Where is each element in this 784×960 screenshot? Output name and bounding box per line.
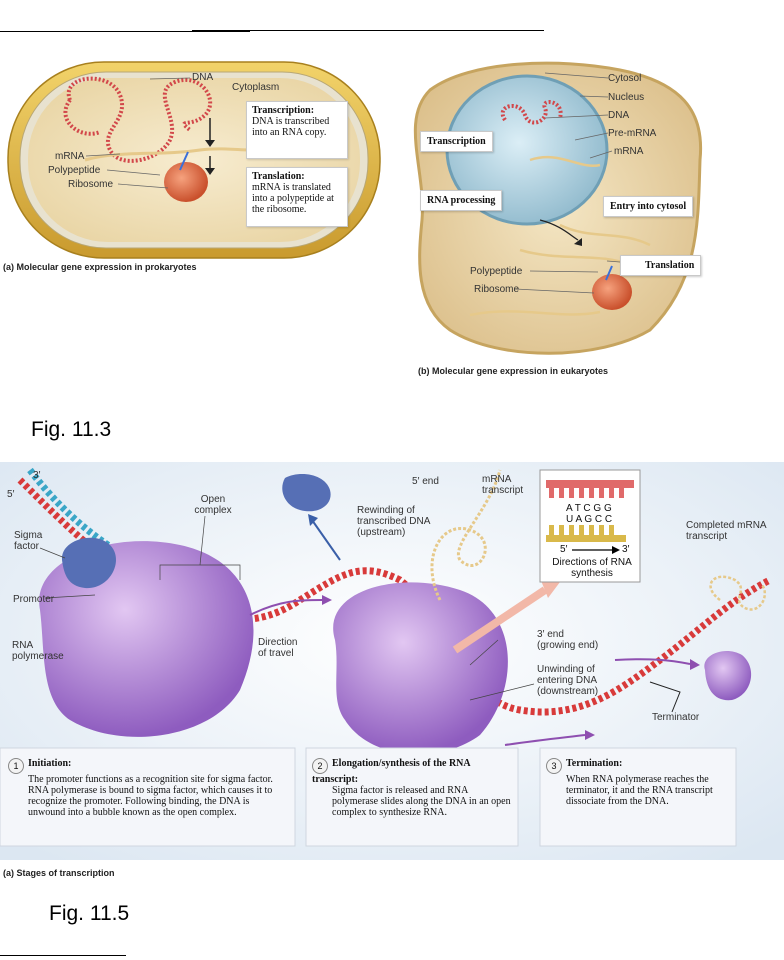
three-end-label: 3′ end (growing end) [537,629,599,651]
mrna-transcript-label: mRNA transcript [482,474,524,496]
euk-dna-label: DNA [608,110,630,121]
euk-transcription-tag: Transcription [420,131,493,152]
prok-translation-body: mRNA is translated into a polypeptide at… [252,182,334,215]
stage-3-box [539,747,737,847]
prokaryote-dna [66,76,213,163]
inset-five-prime: 5′ [560,544,568,555]
stage-2-body: Sigma factor is released and RNA polymer… [332,785,511,818]
eukaryote-dna [500,100,563,125]
prok-cytoplasm-label: Cytoplasm [232,82,280,93]
prok-dna-label: DNA [192,72,214,83]
prok-ribosome-label: Ribosome [68,179,114,190]
stage-1-number: 1 [8,758,24,774]
euk-translation-tag: Translation [620,255,702,276]
euk-cytosol-label: Cytosol [608,73,642,84]
euk-entry-tag: Entry into cytosol [603,196,694,217]
prok-translation-box: Translation: mRNA is translated into a p… [246,167,348,227]
header-rule-right [192,30,544,31]
stage-3-text: 3 Termination: When RNA polymerase reache… [546,758,732,807]
stage-3-title: Termination: [566,758,623,769]
fig-11-3-label: Fig. 11.3 [31,418,112,441]
prok-caption: (a) Molecular gene expression in prokary… [3,262,197,272]
transcription-caption: (a) Stages of transcription [3,868,115,878]
prok-mrna-label: mRNA [55,151,85,162]
euk-nucleus-label: Nucleus [608,92,645,103]
five-prime-label: 5′ [7,489,15,500]
prok-translation-title: Translation: [252,171,305,182]
stage-1-title: Initiation: [28,758,72,769]
prok-polypeptide-label: Polypeptide [48,165,101,176]
stage-3-number: 3 [546,758,562,774]
stage-2-number: 2 [312,758,328,774]
terminator-label: Terminator [652,712,700,723]
stage-1-text: 1 Initiation: The promoter functions as a… [8,758,288,818]
unwinding-label: Unwinding of entering DNA (downstream) [537,664,599,697]
stage-1-box [0,747,296,847]
footer-rule [0,955,126,956]
sigma-factor-label: Sigma factor [14,530,43,552]
prok-transcription-box: Transcription: DNA is transcribed into a… [246,101,348,159]
five-end-label: 5′ end [412,476,439,487]
fig-11-5-label: Fig. 11.5 [49,902,130,925]
completed-transcript-label: Completed mRNA transcript [686,520,767,542]
inset-direction-label: Directions of RNA synthesis [552,557,632,579]
stage-2-title: Elongation/synthesis of the RNA transcri… [312,758,471,785]
euk-premrna-label: Pre-mRNA [608,128,657,139]
euk-ribosome-label: Ribosome [474,284,520,295]
euk-polypeptide-label: Polypeptide [470,266,523,277]
mrna-transcript-coil [430,469,502,601]
prok-transcription-body: DNA is transcribed into an RNA copy. [252,116,330,138]
rna-polymerase-label: RNA polymerase [12,640,64,662]
stage-1-body: The promoter functions as a recognition … [28,774,273,818]
euk-mrna-label: mRNA [614,146,644,157]
euk-caption: (b) Molecular gene expression in eukaryo… [418,366,609,376]
euk-rna-processing-tag: RNA processing [420,190,503,211]
inset-dna-sequence: A T C G G [566,503,612,514]
rewinding-label: Rewinding of transcribed DNA (upstream) [357,505,430,538]
base-pairing-inset [539,469,641,583]
three-prime-label: 3′ [33,470,41,481]
inset-three-prime: 3′ [622,544,630,555]
open-complex-label: Open complex [194,494,232,516]
stage-3-body: When RNA polymerase reaches the terminat… [566,774,713,807]
stage-2-box [305,747,519,847]
inset-rna-sequence: U A G C C [566,514,613,525]
promoter-label: Promoter [13,594,55,605]
direction-of-travel-label: Direction of travel [258,637,298,659]
prok-transcription-title: Transcription: [252,105,315,116]
header-rule-left [0,31,250,32]
